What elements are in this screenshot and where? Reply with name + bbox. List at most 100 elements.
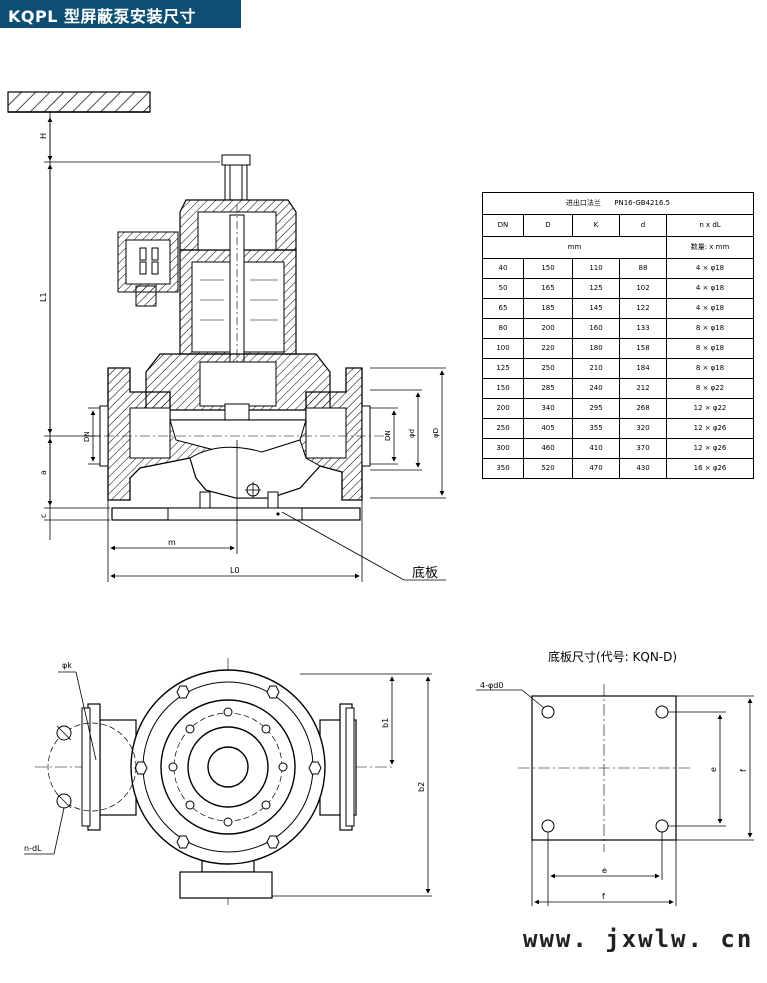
elevation-view: H L1 a c [7,91,446,582]
table-cell: 184 [619,358,667,379]
table-cell: 180 [572,338,620,359]
dim-f-v: f [739,769,748,772]
unit-count: 数量: x mm [666,236,754,259]
table-cell: 250 [482,418,524,439]
table-cell: 268 [619,398,667,419]
unit-mm: mm [482,236,667,259]
table-cell: 133 [619,318,667,339]
plan-view: φk n-dL b1 b2 [24,658,432,905]
table-cell: 40 [482,258,524,279]
table-cell: 122 [619,298,667,319]
dim-h: H [39,133,48,139]
table-cell: 350 [482,458,524,479]
table-cell: 220 [523,338,573,359]
dim-f-h: f [602,892,605,901]
mount-hole [655,705,669,719]
table-cell: 65 [482,298,524,319]
header-dn: DN [482,214,524,237]
dim-d-small: φd [408,429,416,438]
table-cell: 100 [482,338,524,359]
table-cell: 125 [572,278,620,299]
table-cell: 410 [572,438,620,459]
table-cell: 200 [523,318,573,339]
table-cell: 150 [523,258,573,279]
table-cell: 4 × φ18 [666,258,754,279]
mount-hole [541,819,555,833]
table-cell: 355 [572,418,620,439]
table-cell: 80 [482,318,524,339]
table-cell: 300 [482,438,524,459]
table-cell: 12 × φ22 [666,398,754,419]
table-cell: 8 × φ18 [666,358,754,379]
dim-a: a [39,470,48,475]
table-standard: PN16-GB4216.5 [614,199,671,207]
header-k: K [572,214,620,237]
table-cell: 405 [523,418,573,439]
dim-l1: L1 [39,292,48,302]
table-cell: 370 [619,438,667,459]
label-phik: φk [62,661,72,670]
page-title: KQPL 型屏蔽泵安装尺寸 [8,7,196,26]
table-cell: 212 [619,378,667,399]
table-cell: 4 × φ18 [666,298,754,319]
base-plate-caption: 底板尺寸(代号: KQN-D) [548,650,678,664]
dim-dn-right: DN [384,430,392,441]
table-cell: 102 [619,278,667,299]
header-d-inner: d [619,214,667,237]
table-cell: 50 [482,278,524,299]
table-cell: 210 [572,358,620,379]
table-cell: 320 [619,418,667,439]
table-cell: 12 × φ26 [666,438,754,459]
table-cell: 88 [619,258,667,279]
header-ndl: n x dL [666,214,754,237]
dim-m: m [168,538,176,547]
table-cell: 250 [523,358,573,379]
dim-e-h: e [602,866,607,875]
table-cell: 185 [523,298,573,319]
ceiling-hatch [7,91,151,113]
table-cell: 8 × φ18 [666,338,754,359]
dim-d-big: φD [432,428,440,438]
label-holes: 4-φd0 [480,681,503,690]
table-cell: 4 × φ18 [666,278,754,299]
table-title-cell: 进出口法兰 PN16-GB4216.5 [482,192,754,215]
table-cell: 520 [523,458,573,479]
base-plate-drawing: 4-φd0 e f e f [476,681,754,906]
dim-b2: b2 [417,782,426,792]
dim-c: c [39,514,48,518]
table-cell: 430 [619,458,667,479]
header-d-outer: D [523,214,573,237]
table-cell: 12 × φ26 [666,418,754,439]
base-plate-callout: 底板 [412,565,438,581]
flange-table: 进出口法兰 PN16-GB4216.5 DN D K d n x dL mm 数… [482,192,754,479]
dim-dn-left: DN [83,431,91,442]
table-cell: 295 [572,398,620,419]
table-cell: 145 [572,298,620,319]
table-cell: 285 [523,378,573,399]
table-cell: 8 × φ18 [666,318,754,339]
dim-l0: L0 [230,566,240,575]
watermark: www. jxwlw. cn [523,925,754,953]
table-cell: 158 [619,338,667,359]
table-cell: 8 × φ22 [666,378,754,399]
table-cell: 200 [482,398,524,419]
table-cell: 150 [482,378,524,399]
vent-nozzle [221,154,251,201]
label-ndl: n-dL [24,844,42,853]
table-cell: 160 [572,318,620,339]
table-cell: 340 [523,398,573,419]
table-cell: 240 [572,378,620,399]
dim-b1: b1 [381,718,390,728]
